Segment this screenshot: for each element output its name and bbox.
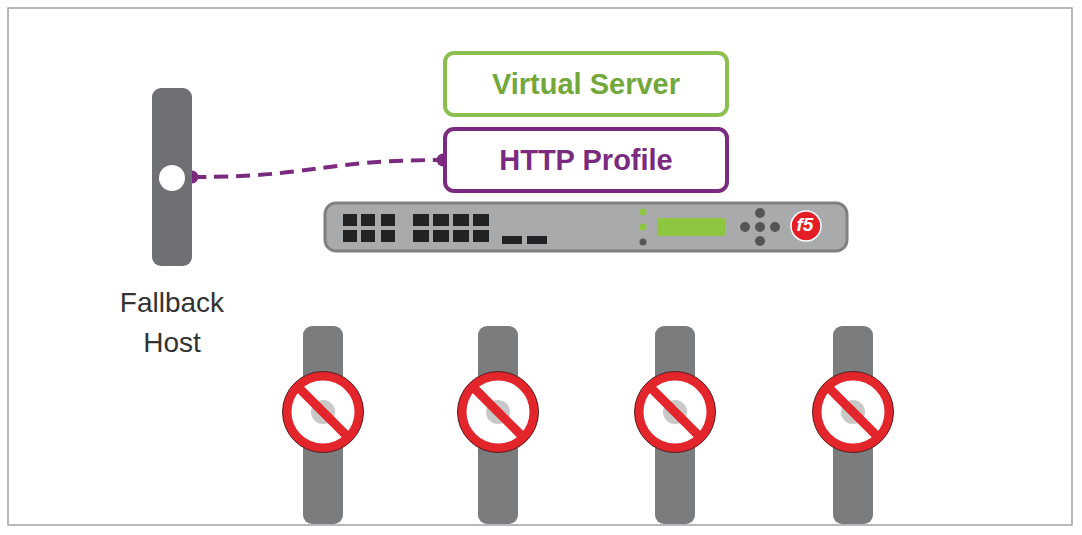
server-down-part xyxy=(817,376,889,448)
virtual-server-box: Virtual Server xyxy=(443,51,729,117)
down-servers xyxy=(283,326,894,524)
server-down xyxy=(458,326,539,524)
frame-border xyxy=(8,8,1072,525)
host-label: Fallback Host xyxy=(92,283,252,363)
f5-appliance-part xyxy=(453,214,469,226)
server-down-part xyxy=(828,387,879,438)
f5-appliance xyxy=(325,203,847,251)
f5-appliance-part xyxy=(453,230,469,242)
f5-appliance-part xyxy=(433,230,449,242)
server-down-part xyxy=(283,372,364,453)
server-down-part xyxy=(462,376,534,448)
server-down-part xyxy=(287,376,359,448)
server-down xyxy=(283,326,364,524)
server-down-part xyxy=(287,376,359,448)
server-down-part xyxy=(458,372,539,453)
f5-appliance-part xyxy=(473,230,489,242)
f5-appliance-part xyxy=(413,214,429,226)
f5-appliance-part xyxy=(473,214,489,226)
server-down-part xyxy=(298,387,349,438)
http-profile-box: HTTP Profile xyxy=(443,127,729,193)
server-down xyxy=(813,326,894,524)
server-down-part xyxy=(635,372,716,453)
f5-appliance-part xyxy=(657,218,725,236)
server-icon xyxy=(152,88,192,266)
f5-appliance-part xyxy=(770,222,780,232)
f5-appliance-part xyxy=(527,236,547,244)
f5-appliance-part xyxy=(755,236,765,246)
server-body xyxy=(152,88,192,266)
server-down-part xyxy=(639,376,711,448)
box-label: HTTP Profile xyxy=(499,144,673,177)
server-down-part xyxy=(473,387,524,438)
server-down-part xyxy=(650,387,701,438)
f5-appliance-part xyxy=(640,209,647,216)
f5-appliance-part xyxy=(791,211,821,241)
f5-appliance-part xyxy=(755,208,765,218)
server-down-part xyxy=(462,376,534,448)
server-down-part xyxy=(639,376,711,448)
box-label: Virtual Server xyxy=(492,68,680,101)
f5-appliance-part xyxy=(502,236,522,244)
f5-appliance-part xyxy=(343,214,357,226)
f5-appliance-part xyxy=(381,214,395,226)
f5-appliance-part xyxy=(433,214,449,226)
brand-logo: f5 xyxy=(790,213,820,237)
f5-appliance-part xyxy=(740,222,750,232)
server-down xyxy=(635,326,716,524)
f5-appliance-part xyxy=(413,230,429,242)
server-down-part xyxy=(813,372,894,453)
f5-appliance-part xyxy=(361,230,375,242)
f5-appliance-part xyxy=(640,239,647,246)
f5-appliance-part xyxy=(640,224,647,231)
f5-appliance-part xyxy=(381,230,395,242)
server-port xyxy=(159,165,185,191)
f5-appliance-part xyxy=(343,230,357,242)
f5-appliance-part xyxy=(325,203,847,251)
server-down-part xyxy=(817,376,889,448)
f5-appliance-part xyxy=(361,214,375,226)
dashed-link-group xyxy=(186,154,450,184)
f5-appliance-part xyxy=(755,222,765,232)
fallback-host-server: Fallback Host xyxy=(152,88,192,266)
dashed-connector xyxy=(192,160,443,177)
